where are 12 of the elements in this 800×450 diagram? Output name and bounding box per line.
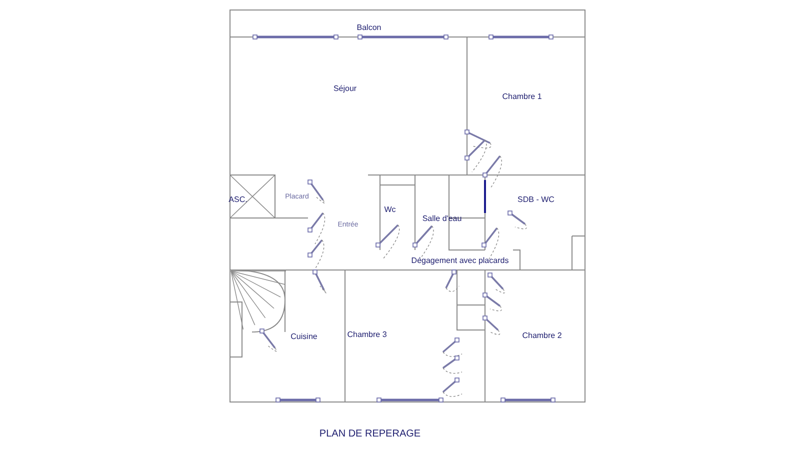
- room-label: SDB - WC: [518, 196, 554, 204]
- room-label: Séjour: [333, 85, 357, 93]
- room-label: Chambre 1: [502, 93, 542, 101]
- room-label: Salle d'eau: [422, 215, 462, 223]
- room-label: Dégagement avec placards: [411, 257, 509, 265]
- plan-caption: PLAN DE REPERAGE: [319, 428, 421, 440]
- room-label: Chambre 2: [522, 332, 562, 340]
- room-label: Wc: [384, 206, 396, 214]
- room-label: ASC.: [228, 196, 248, 204]
- room-label: Balcon: [356, 24, 382, 32]
- room-label: Cuisine: [290, 333, 318, 341]
- room-label: Chambre 3: [347, 331, 387, 339]
